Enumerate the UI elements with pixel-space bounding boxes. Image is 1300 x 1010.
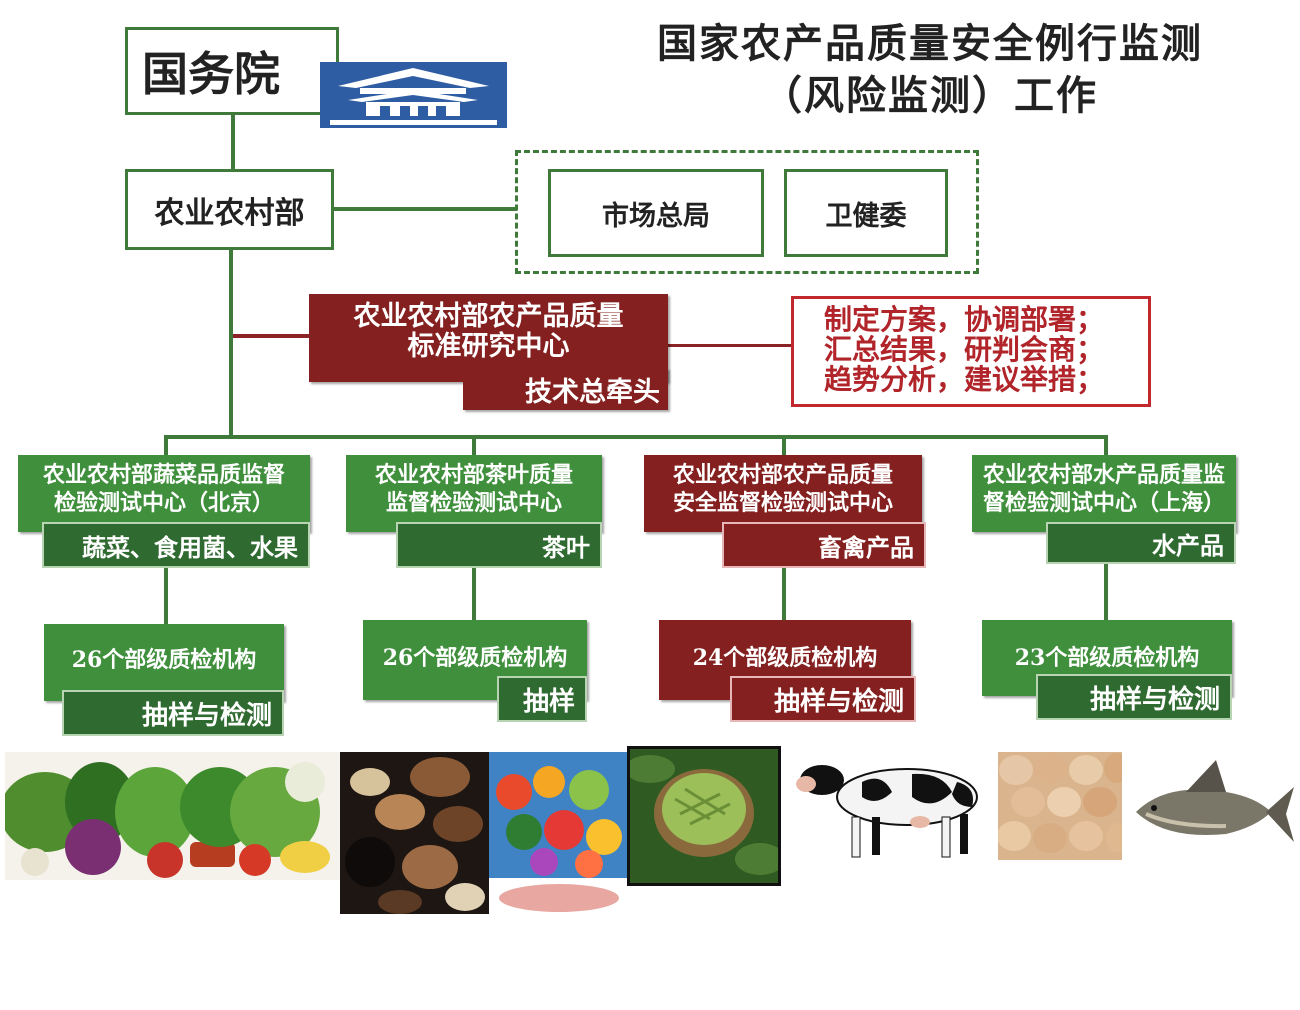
cow-photo [792,752,997,862]
center-tea-task: 抽样 [497,676,587,722]
palace-icon [320,62,507,133]
center-agri-task-label: 抽样与检测 [773,686,904,717]
ministry-label: 农业农村部 [154,195,305,231]
center-vegetable-task: 抽样与检测 [62,690,284,736]
connector-ministry-partners [333,207,517,211]
research-center-box: 农业农村部农产品质量 标准研究中心 [309,294,668,382]
center-aquatic-labs: 23个部级质检机构 [982,620,1232,696]
connector-c4-down [1104,562,1108,622]
center-agri-labs-label: 24个部级质检机构 [692,645,878,671]
vegetables-photo [5,752,342,880]
connector-research-duties [668,344,792,347]
partner-health-label: 卫健委 [825,200,907,232]
center-agri-scope-label: 畜禽产品 [818,532,914,562]
connector-c3-down [782,566,786,622]
center-aquatic-labs-label: 23个部级质检机构 [1014,645,1200,671]
center-aquatic-scope: 水产品 [1046,522,1236,564]
connector-bus-c1 [164,435,168,455]
center-aquatic-box: 农业农村部水产品质量监 督检验测试中心（上海） [972,455,1236,532]
connector-trunk-research [233,334,310,338]
fish-photo [1126,752,1296,852]
partner-market-box: 市场总局 [548,169,764,257]
center-agri-line-2: 安全监督检验测试中心 [672,490,893,516]
duties-line-2: 汇总结果，研判会商； [824,333,1105,366]
research-center-line-2: 标准研究中心 [407,331,570,362]
state-council-label: 国务院 [142,47,280,101]
center-vegetable-labs-label: 26个部级质检机构 [71,647,257,673]
duties-box: 制定方案，协调部署； 汇总结果，研判会商； 趋势分析，建议举措； [791,296,1151,407]
center-agri-task: 抽样与检测 [730,676,916,722]
center-vegetable-scope-label: 蔬菜、食用菌、水果 [82,532,298,562]
connector-ministry-trunk [229,248,233,438]
partners-group [515,150,979,274]
eggs-photo [998,752,1122,860]
connector-horizontal-bus [164,435,1108,439]
center-agri-box: 农业农村部农产品质量 安全监督检验测试中心 [644,455,922,532]
fruits-photo [489,752,629,914]
connector-c2-down [472,566,476,622]
mushrooms-photo [340,752,490,914]
center-tea-labs-label: 26个部级质检机构 [382,645,568,671]
title-line-2: （风险监测）工作 [762,72,1098,119]
center-agri-line-1: 农业农村部农产品质量 [672,462,893,488]
connector-bus-c3 [782,435,786,455]
center-aquatic-line-2: 督检验测试中心（上海） [982,490,1225,516]
duties-line-3: 趋势分析，建议举措； [824,363,1105,396]
center-aquatic-task: 抽样与检测 [1036,674,1232,720]
center-aquatic-line-1: 农业农村部水产品质量监 [982,462,1225,488]
duties-line-1: 制定方案，协调部署； [824,303,1105,336]
partner-health-box: 卫健委 [784,169,948,257]
partner-market-label: 市场总局 [602,200,710,232]
research-center-line-1: 农业农村部农产品质量 [353,301,624,332]
center-agri-scope: 畜禽产品 [722,522,926,568]
research-center-role-label: 技术总牵头 [525,376,660,408]
center-tea-task-label: 抽样 [522,686,575,717]
center-vegetable-scope: 蔬菜、食用菌、水果 [42,522,310,568]
center-vegetable-box: 农业农村部蔬菜品质监督 检验测试中心（北京） [18,455,310,532]
state-council-box: 国务院 [125,27,339,115]
center-vegetable-labs: 26个部级质检机构 [44,624,284,701]
center-tea-scope-label: 茶叶 [542,532,590,562]
ministry-box: 农业农村部 [125,169,334,250]
connector-c1-down [164,566,168,626]
center-vegetable-task-label: 抽样与检测 [141,700,272,731]
connector-state-ministry [231,112,235,170]
center-tea-line-2: 监督检验测试中心 [385,490,562,516]
tea-photo [627,746,781,886]
title-line-1: 国家农产品质量安全例行监测 [657,20,1203,67]
page-title: 国家农产品质量安全例行监测 （风险监测）工作 [560,18,1300,122]
center-vegetable-line-2: 检验测试中心（北京） [53,490,274,516]
center-aquatic-scope-label: 水产品 [1152,530,1224,560]
connector-bus-c4 [1104,435,1108,455]
connector-bus-c2 [472,435,476,455]
center-tea-scope: 茶叶 [396,522,602,568]
research-center-role: 技术总牵头 [463,368,668,410]
center-tea-box: 农业农村部茶叶质量 监督检验测试中心 [346,455,602,532]
center-tea-line-1: 农业农村部茶叶质量 [374,462,573,488]
center-aquatic-task-label: 抽样与检测 [1089,684,1220,715]
center-vegetable-line-1: 农业农村部蔬菜品质监督 [42,462,285,488]
